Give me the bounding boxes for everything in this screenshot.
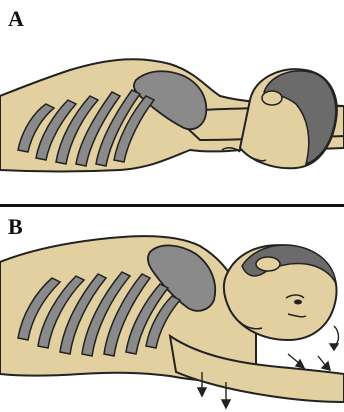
- panel-a: A: [0, 0, 344, 204]
- figure-b-illustration: [0, 206, 344, 412]
- eye-b: [294, 300, 302, 305]
- panel-label-b: B: [8, 216, 23, 238]
- figure-a-illustration: [0, 0, 344, 204]
- panel-b: B: [0, 206, 344, 412]
- panel-label-a: A: [8, 8, 24, 30]
- ear-b: [256, 257, 280, 271]
- ear-a: [262, 91, 282, 105]
